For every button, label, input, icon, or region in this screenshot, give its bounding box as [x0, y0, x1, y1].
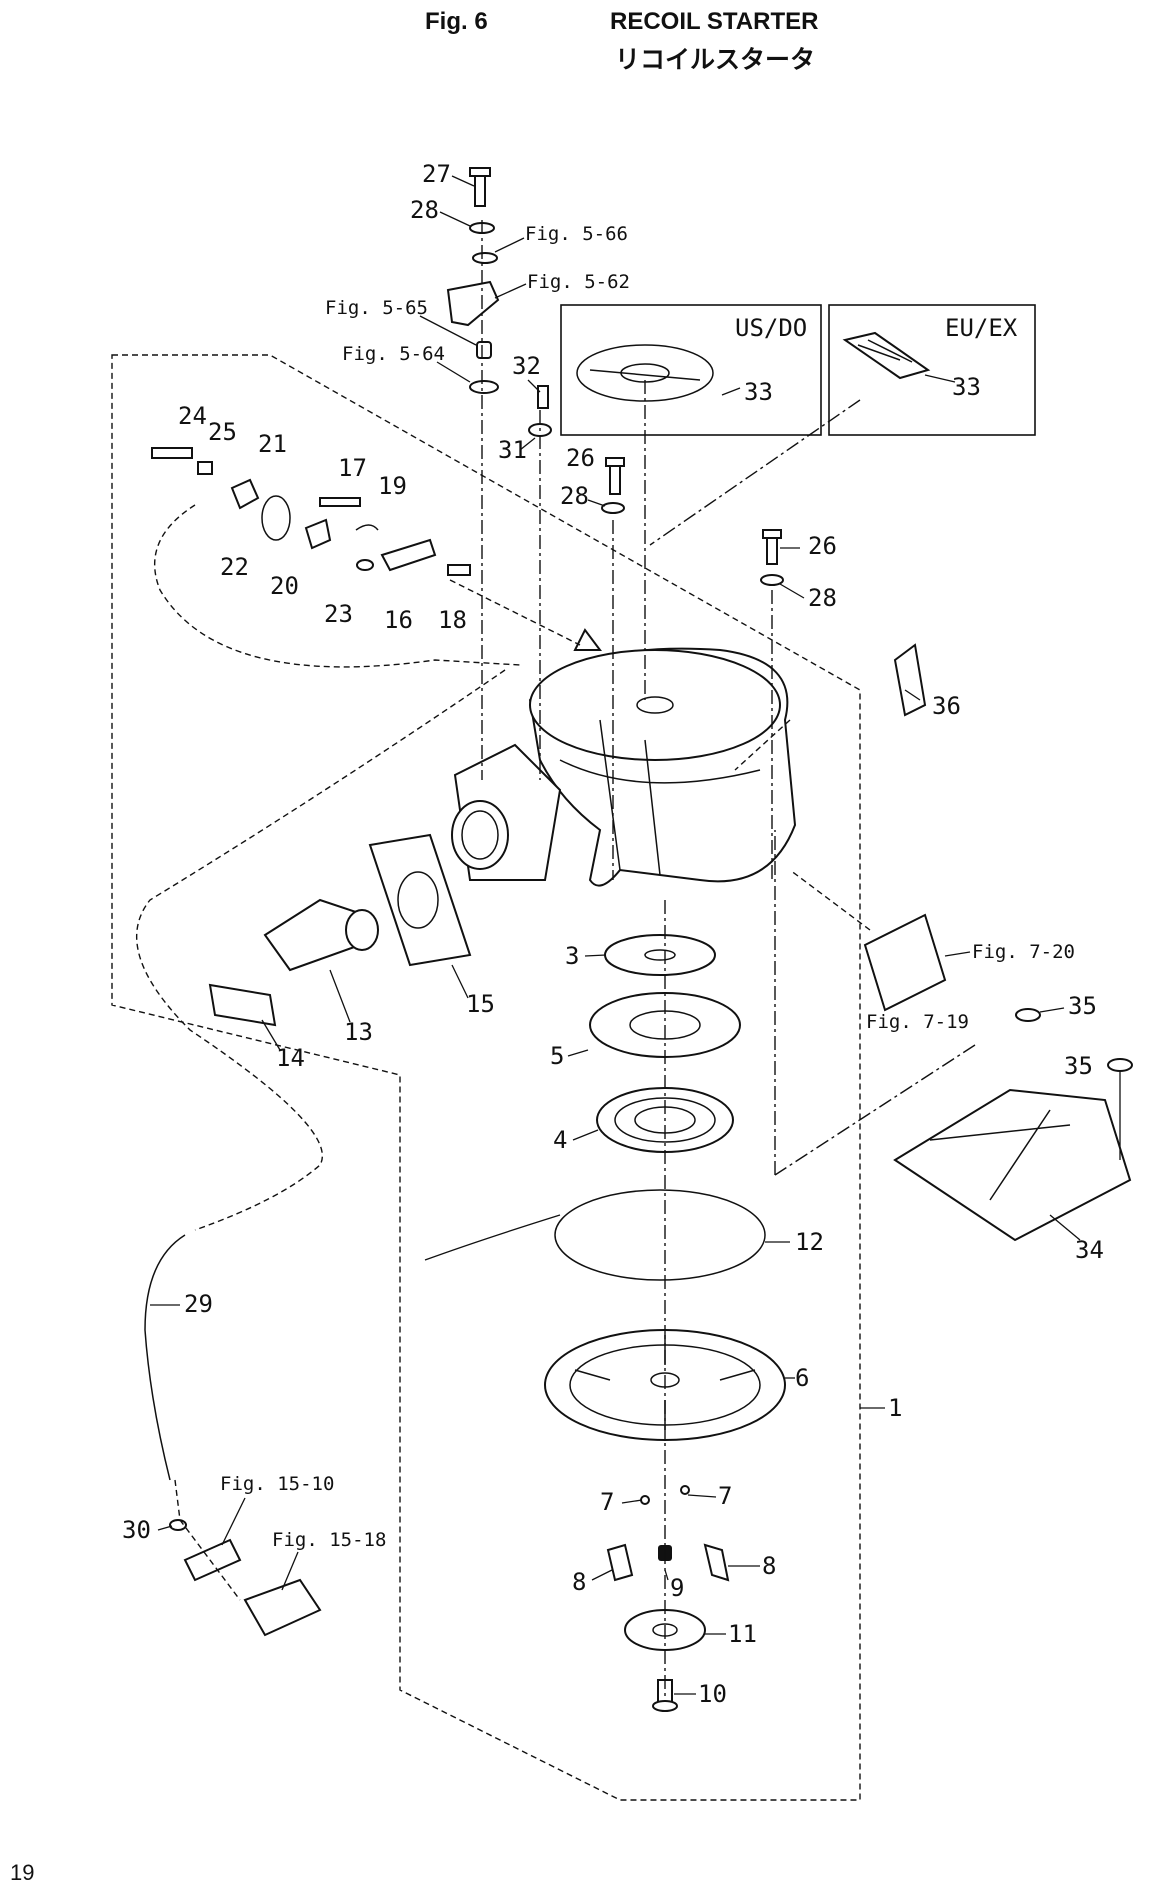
callout-28: 28 — [410, 196, 439, 224]
callout-8: 8 — [762, 1552, 776, 1580]
part-8-pawl-right — [703, 1543, 730, 1582]
part-14-insert — [208, 983, 277, 1027]
figure-title: RECOIL STARTER — [610, 8, 819, 35]
callout-25: 25 — [208, 418, 237, 446]
callout-7: 7 — [718, 1482, 732, 1510]
connector-fig-15-18 — [243, 1578, 322, 1637]
callout-21: 21 — [258, 430, 287, 458]
callout-26: 26 — [808, 532, 837, 560]
variant-part-33-us: 33 — [744, 378, 773, 406]
callout-3: 3 — [565, 942, 579, 970]
callout-18: 18 — [438, 606, 467, 634]
callout-29: 29 — [184, 1290, 213, 1318]
callout-23: 23 — [324, 600, 353, 628]
part-7-spring-right — [680, 1485, 690, 1495]
part-30-washer — [169, 1519, 187, 1531]
callout-7: 7 — [600, 1488, 614, 1516]
callout-13: 13 — [344, 1018, 373, 1046]
ref-fig-7-20: Fig. 7-20 — [972, 941, 1075, 963]
callout-22: 22 — [220, 553, 249, 581]
callout-9: 9 — [670, 1574, 684, 1602]
callout-6: 6 — [795, 1364, 809, 1392]
callout-24: 24 — [178, 402, 207, 430]
variant-part-33-eu: 33 — [952, 373, 981, 401]
callout-27: 27 — [422, 160, 451, 188]
callout-34: 34 — [1075, 1236, 1104, 1264]
callout-14: 14 — [276, 1044, 305, 1072]
ref-fig-5-65: Fig. 5-65 — [325, 297, 428, 319]
callout-26: 26 — [566, 444, 595, 472]
part-34-cover — [893, 1008, 1133, 1242]
callout-16: 16 — [384, 606, 413, 634]
callout-35: 35 — [1064, 1052, 1093, 1080]
callout-12: 12 — [795, 1228, 824, 1256]
callout-36: 36 — [932, 692, 961, 720]
callout-17: 17 — [338, 454, 367, 482]
callout-19: 19 — [378, 472, 407, 500]
callout-15: 15 — [466, 990, 495, 1018]
ref-fig-5-66: Fig. 5-66 — [525, 223, 628, 245]
callout-20: 20 — [270, 572, 299, 600]
part-3-retainer — [604, 934, 716, 976]
callout-1: 1 — [888, 1394, 902, 1422]
ref-fig-5-64: Fig. 5-64 — [342, 343, 445, 365]
part-36-flap — [893, 643, 927, 717]
figure-number: Fig. 6 — [425, 8, 488, 35]
figure-title-japanese: リコイルスタータ — [615, 45, 816, 74]
ref-fig-7-19: Fig. 7-19 — [866, 1011, 969, 1033]
part-13-handle — [263, 898, 379, 972]
callout-28: 28 — [560, 482, 589, 510]
callouts: 27 28 32 31 26 28 26 28 24 25 21 17 19 2… — [122, 160, 1104, 1708]
ref-fig-15-10: Fig. 15-10 — [220, 1473, 334, 1495]
part-15-gasket — [368, 833, 472, 967]
callout-10: 10 — [698, 1680, 727, 1708]
air-duct-part — [863, 913, 947, 1012]
assembly-boundary — [111, 354, 861, 1801]
lever-parts — [151, 447, 471, 576]
callout-11: 11 — [728, 1620, 757, 1648]
callout-leaders — [150, 175, 1121, 1695]
callout-4: 4 — [553, 1126, 567, 1154]
ref-fig-15-18: Fig. 15-18 — [272, 1529, 386, 1551]
page-number: 19 — [10, 1860, 35, 1885]
part-7-spring-left — [640, 1495, 650, 1505]
variant-label-us-do: US/DO — [735, 314, 807, 342]
callout-35: 35 — [1068, 992, 1097, 1020]
callout-28: 28 — [808, 584, 837, 612]
starter-housing — [451, 628, 797, 887]
callout-32: 32 — [512, 352, 541, 380]
part-8-pawl-left — [606, 1543, 634, 1582]
ref-fig-5-62: Fig. 5-62 — [527, 271, 630, 293]
assembly-guide-lines — [136, 220, 976, 1700]
callout-30: 30 — [122, 1516, 151, 1544]
figure-references: Fig. 5-66 Fig. 5-62 Fig. 5-65 Fig. 5-64 … — [220, 223, 1075, 1591]
part-12-rope — [424, 1189, 766, 1281]
callout-31: 31 — [498, 436, 527, 464]
part-29-cable — [144, 1234, 186, 1481]
variant-box-eu-ex — [828, 304, 1036, 436]
callout-8: 8 — [572, 1568, 586, 1596]
callout-5: 5 — [550, 1042, 564, 1070]
bracket-fig-15-10 — [183, 1538, 242, 1582]
variant-label-eu-ex: EU/EX — [945, 314, 1018, 342]
